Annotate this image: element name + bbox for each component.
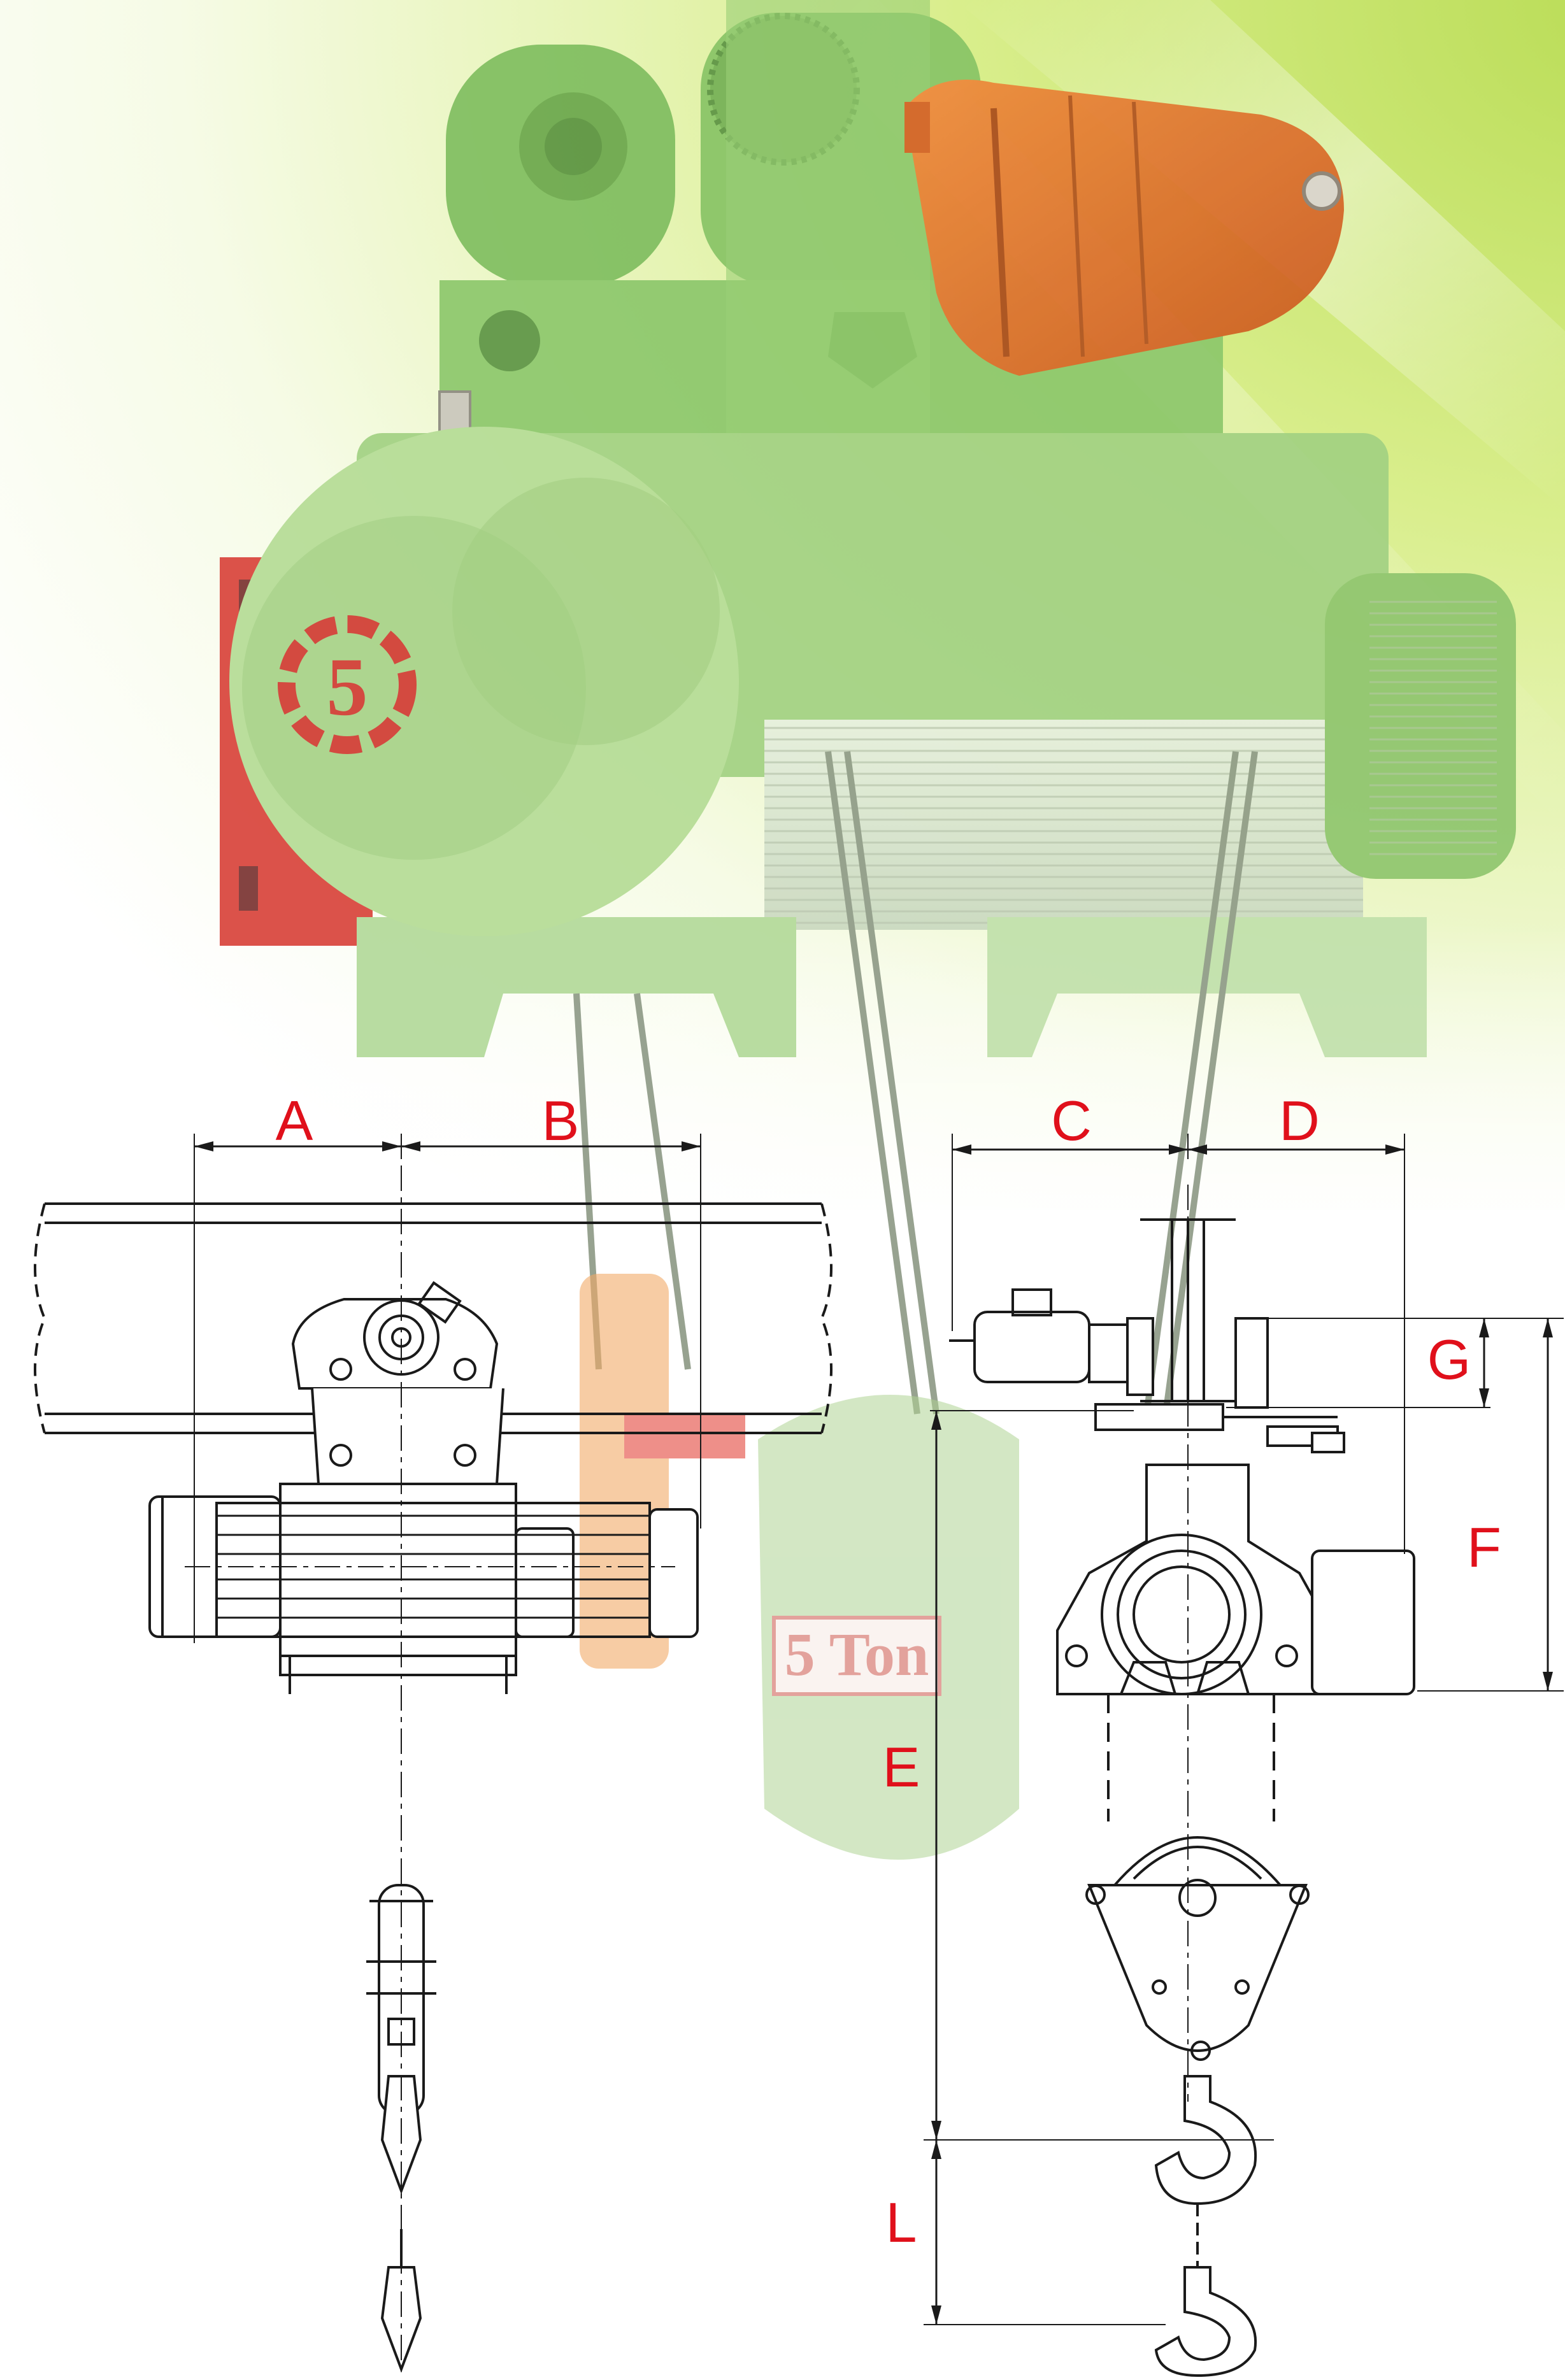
- hook-block-badge: 5 Ton: [785, 1620, 929, 1688]
- label-g: G: [1427, 1328, 1471, 1391]
- label-l: L: [886, 2191, 917, 2254]
- label-d: D: [1279, 1089, 1320, 1152]
- label-c: C: [1051, 1089, 1092, 1152]
- dimension-lines: [194, 1134, 1564, 2325]
- label-f: F: [1467, 1516, 1501, 1579]
- hoist-photo: 5 5 Ton: [220, 0, 1516, 1860]
- wire-ropes: [573, 751, 1258, 1414]
- drum-logo-text: 5: [327, 641, 368, 733]
- label-b: B: [542, 1089, 580, 1152]
- drum-end-cover: 5: [229, 427, 739, 936]
- hook-block-photo: 5 Ton: [758, 1395, 1019, 1860]
- travel-motor: [904, 80, 1344, 376]
- gear-logo: 5: [278, 615, 417, 754]
- dimension-letters: A B C D G F E L: [276, 1089, 1501, 2254]
- label-e: E: [883, 1735, 920, 1799]
- label-a: A: [276, 1089, 313, 1152]
- front-view-drawing: [949, 1185, 1415, 2377]
- side-view-drawing: [34, 1165, 833, 2376]
- pendant-switch: [580, 1274, 745, 1669]
